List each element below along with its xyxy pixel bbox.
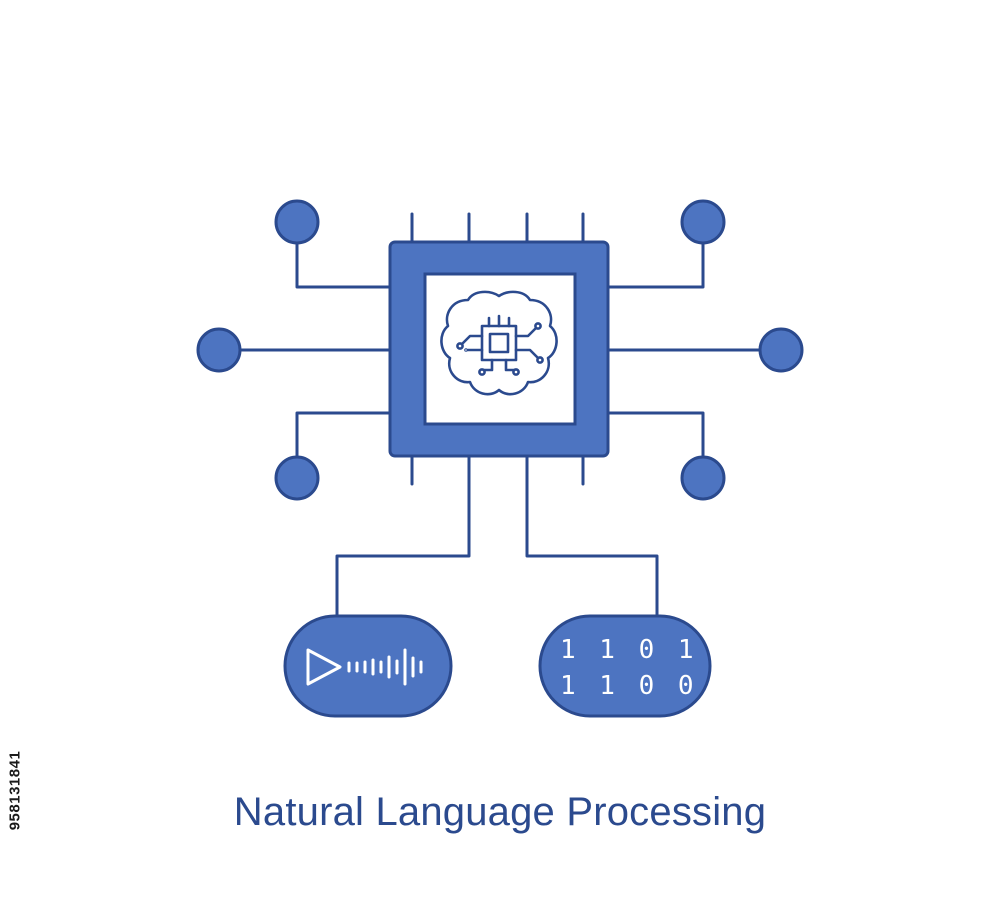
diagram-title: Natural Language Processing xyxy=(233,790,767,834)
circuit-lines xyxy=(238,212,762,618)
binary-row-1: 1 1 0 1 1 xyxy=(560,635,737,665)
node-right-top xyxy=(680,199,726,245)
cpu-chip-icon xyxy=(388,240,610,458)
node-left-bottom xyxy=(274,455,320,501)
binary-row-2: 1 1 0 0 0 xyxy=(560,671,737,701)
play-icon xyxy=(306,648,342,686)
binary-pill xyxy=(538,614,712,718)
binary-code-icon: 1 1 0 1 1 1 1 0 0 0 xyxy=(560,632,737,704)
connector-to-audio xyxy=(335,454,471,618)
audio-pill xyxy=(283,614,453,718)
connector-right-top xyxy=(606,240,705,289)
node-left-top xyxy=(274,199,320,245)
node-right-bottom xyxy=(680,455,726,501)
connector-to-binary xyxy=(525,454,659,618)
stock-id-watermark: 958131841 xyxy=(0,690,30,890)
brain-chip-icon xyxy=(440,290,558,396)
side-nodes xyxy=(196,199,804,501)
node-left-middle xyxy=(196,327,242,373)
connector-right-bottom xyxy=(606,411,705,458)
connector-left-top xyxy=(295,240,392,289)
connector-left-bottom xyxy=(295,411,392,458)
node-right-middle xyxy=(758,327,804,373)
sound-wave-icon xyxy=(347,648,423,686)
stock-id-text: 958131841 xyxy=(6,750,24,830)
